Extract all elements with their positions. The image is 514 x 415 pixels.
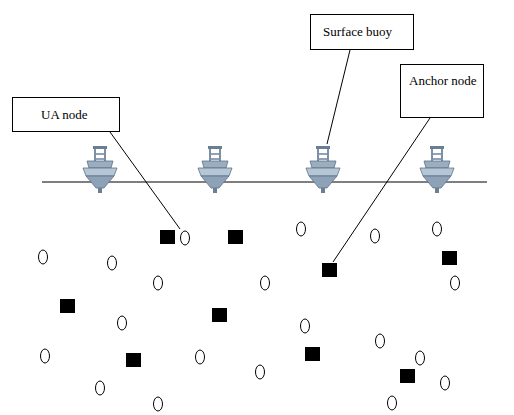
buoy-symbol [420, 146, 454, 193]
ua-node-symbols [39, 222, 460, 411]
callout-box: Anchor node [400, 64, 484, 118]
leader-line [327, 50, 350, 144]
buoy-symbol [306, 146, 340, 193]
callout-label: UA node [41, 107, 113, 123]
buoy-symbol [83, 146, 117, 193]
callout-box: UA node [12, 97, 120, 132]
callout-label: Anchor node [409, 73, 477, 89]
callout-label: Surface buoy [323, 24, 407, 40]
buoy-symbol [198, 146, 232, 193]
leader-lines [110, 50, 430, 262]
anchor-node-symbols [60, 230, 457, 383]
leader-line [110, 132, 180, 229]
leader-line [333, 118, 430, 262]
callout-box: Surface buoy [310, 14, 414, 50]
